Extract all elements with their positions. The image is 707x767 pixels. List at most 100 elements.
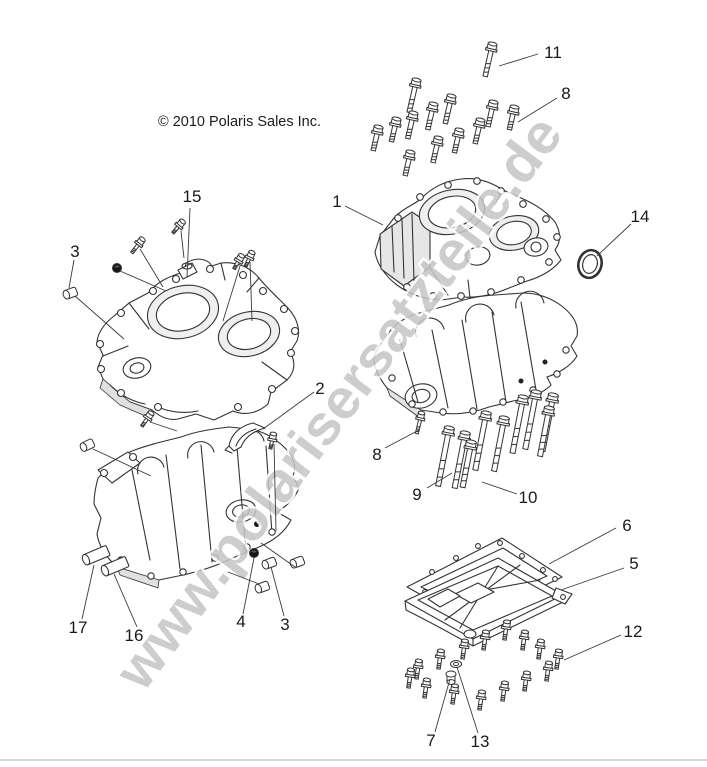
ellipse-shape (446, 93, 457, 99)
crankcase-bolt (406, 77, 422, 114)
callout-leader-2 (262, 391, 315, 430)
circle-shape (286, 348, 296, 358)
line-shape (494, 455, 500, 457)
callout-label-4: 4 (236, 612, 245, 631)
circle-shape (95, 339, 105, 349)
line-shape (245, 261, 249, 264)
ellipse-shape (408, 110, 419, 116)
ellipse-shape (503, 619, 511, 625)
line-shape (484, 67, 490, 69)
callout-leader-17 (81, 564, 95, 620)
part-connector-line (119, 270, 167, 292)
line-shape (453, 144, 459, 146)
line-shape (486, 120, 492, 122)
ellipse-shape (129, 362, 145, 374)
line-shape (555, 664, 559, 667)
line-shape (140, 424, 145, 427)
small-screw (171, 218, 186, 235)
line-shape (407, 107, 413, 109)
circle-shape (429, 569, 435, 575)
circle-shape (560, 594, 566, 600)
ellipse-shape (517, 394, 529, 400)
callout-leader-9 (426, 472, 453, 489)
circle-shape (205, 264, 215, 274)
ellipse-shape (459, 430, 471, 436)
line-shape (475, 452, 482, 454)
line-shape (536, 656, 541, 658)
circle-shape (268, 528, 276, 536)
line-shape (521, 645, 525, 648)
line-shape (495, 447, 502, 449)
oil-pan-bolt (534, 638, 546, 660)
ellipse-shape (423, 677, 431, 683)
part-connector-line (273, 443, 277, 532)
line-shape (437, 476, 443, 478)
line-shape (544, 678, 549, 680)
circle-shape (153, 402, 163, 412)
crankcase-bolt (402, 149, 416, 177)
line-shape (437, 664, 441, 667)
circle-shape (517, 276, 525, 284)
path-shape (97, 451, 141, 484)
ellipse-shape (523, 670, 531, 676)
ellipse-shape (543, 405, 555, 411)
line-shape (545, 674, 550, 677)
ellipse-shape (122, 357, 152, 379)
line-shape (522, 688, 527, 690)
circle-shape (542, 359, 548, 365)
line-shape (171, 231, 176, 234)
circle-shape (475, 543, 481, 549)
crankcase-bolt (442, 93, 457, 125)
fasteners-layer (62, 41, 603, 711)
screw-plug (254, 580, 271, 594)
circle-shape (403, 283, 411, 291)
footer-divider (0, 759, 707, 761)
oil-pan-bolt (420, 677, 432, 699)
ellipse-shape (545, 660, 553, 666)
line-shape (478, 703, 483, 706)
ellipse-shape (407, 667, 415, 673)
callout-leader-10 (481, 481, 518, 495)
screw-plug (62, 286, 79, 300)
callout-leader-13 (456, 666, 479, 734)
path-shape (391, 213, 415, 282)
engine-line-art (93, 177, 578, 647)
ellipse-shape (498, 415, 510, 421)
line-shape (540, 441, 546, 443)
copyright-text: © 2010 Polaris Sales Inc. (158, 114, 321, 130)
circle-shape (290, 326, 300, 336)
ellipse-shape (547, 392, 559, 398)
line-shape (142, 421, 147, 424)
line-shape (445, 112, 450, 114)
line-shape (371, 147, 377, 149)
circle-shape (394, 214, 402, 222)
line-shape (521, 643, 526, 646)
line-shape (462, 473, 468, 475)
ellipse-shape (480, 410, 492, 416)
ellipse-shape (521, 629, 529, 635)
crankcase-upper-left (95, 258, 300, 421)
line-shape (461, 654, 465, 657)
ellipse-shape (509, 104, 520, 110)
circle-shape (112, 263, 122, 273)
path-shape (116, 566, 160, 589)
line-shape (232, 267, 237, 269)
callout-leader-11 (498, 53, 539, 67)
small-screw (243, 249, 256, 268)
ellipse-shape (81, 553, 91, 566)
line-shape (455, 471, 461, 473)
ellipse-shape (465, 439, 477, 445)
line-shape (482, 643, 487, 646)
circle-shape (444, 181, 452, 189)
part-connector-line (260, 542, 296, 568)
line-shape (554, 666, 559, 668)
ellipse-shape (405, 149, 416, 155)
circle-shape (553, 370, 561, 378)
oil-pan-bolt (479, 629, 491, 651)
circle-shape (238, 270, 248, 280)
oil-pan-bolt (520, 670, 532, 692)
circle-shape (497, 187, 505, 195)
line-shape (409, 99, 415, 101)
line-shape (131, 250, 135, 253)
line-shape (487, 117, 493, 119)
